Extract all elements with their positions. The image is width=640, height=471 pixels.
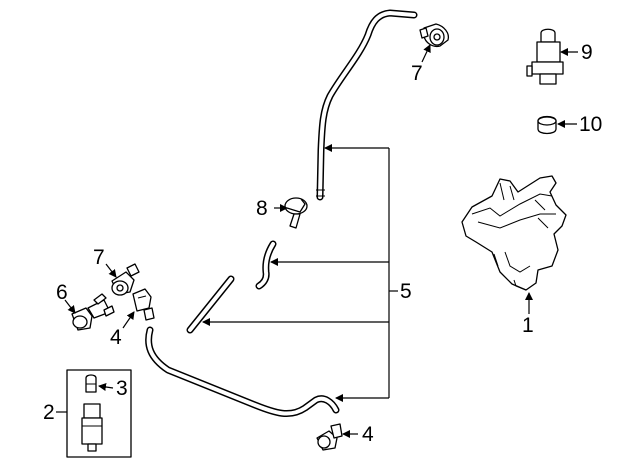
washer-reservoir[interactable]: 1 [461, 175, 567, 337]
washer-pump-kit[interactable]: 3 2 [43, 369, 132, 458]
pump-motor[interactable] [81, 403, 103, 452]
pump-grommet[interactable]: 10 [537, 113, 602, 136]
hose-connector-bottom[interactable]: 4 [316, 423, 374, 451]
callout-1: 1 [522, 314, 534, 337]
short-curved-hose[interactable] [255, 240, 277, 290]
callout-4-bottom: 4 [362, 423, 374, 446]
callout-9: 9 [581, 41, 593, 64]
upper-washer-hose[interactable] [316, 9, 418, 201]
callout-7-left: 7 [93, 246, 105, 269]
washer-pump[interactable]: 9 [526, 28, 593, 85]
hose-connector-left[interactable]: 4 [110, 288, 155, 349]
straight-diagonal-hose[interactable] [186, 275, 235, 334]
callout-4-left: 4 [110, 326, 122, 349]
callout-5-bracket: 5 [202, 144, 412, 402]
callout-7-top: 7 [411, 62, 423, 85]
lower-washer-hose[interactable] [145, 326, 340, 418]
hose-connector-elbow[interactable]: 8 [256, 197, 308, 229]
pump-connector[interactable] [85, 374, 97, 393]
callout-5: 5 [400, 280, 412, 303]
check-valve[interactable]: 6 [56, 281, 115, 331]
washer-nozzle-left[interactable]: 7 [93, 246, 140, 296]
washer-nozzle-top[interactable]: 7 [411, 23, 450, 85]
callout-3: 3 [116, 377, 128, 400]
callout-10: 10 [579, 113, 602, 136]
callout-6: 6 [56, 281, 68, 304]
callout-8: 8 [256, 197, 268, 220]
callout-2: 2 [43, 401, 55, 424]
